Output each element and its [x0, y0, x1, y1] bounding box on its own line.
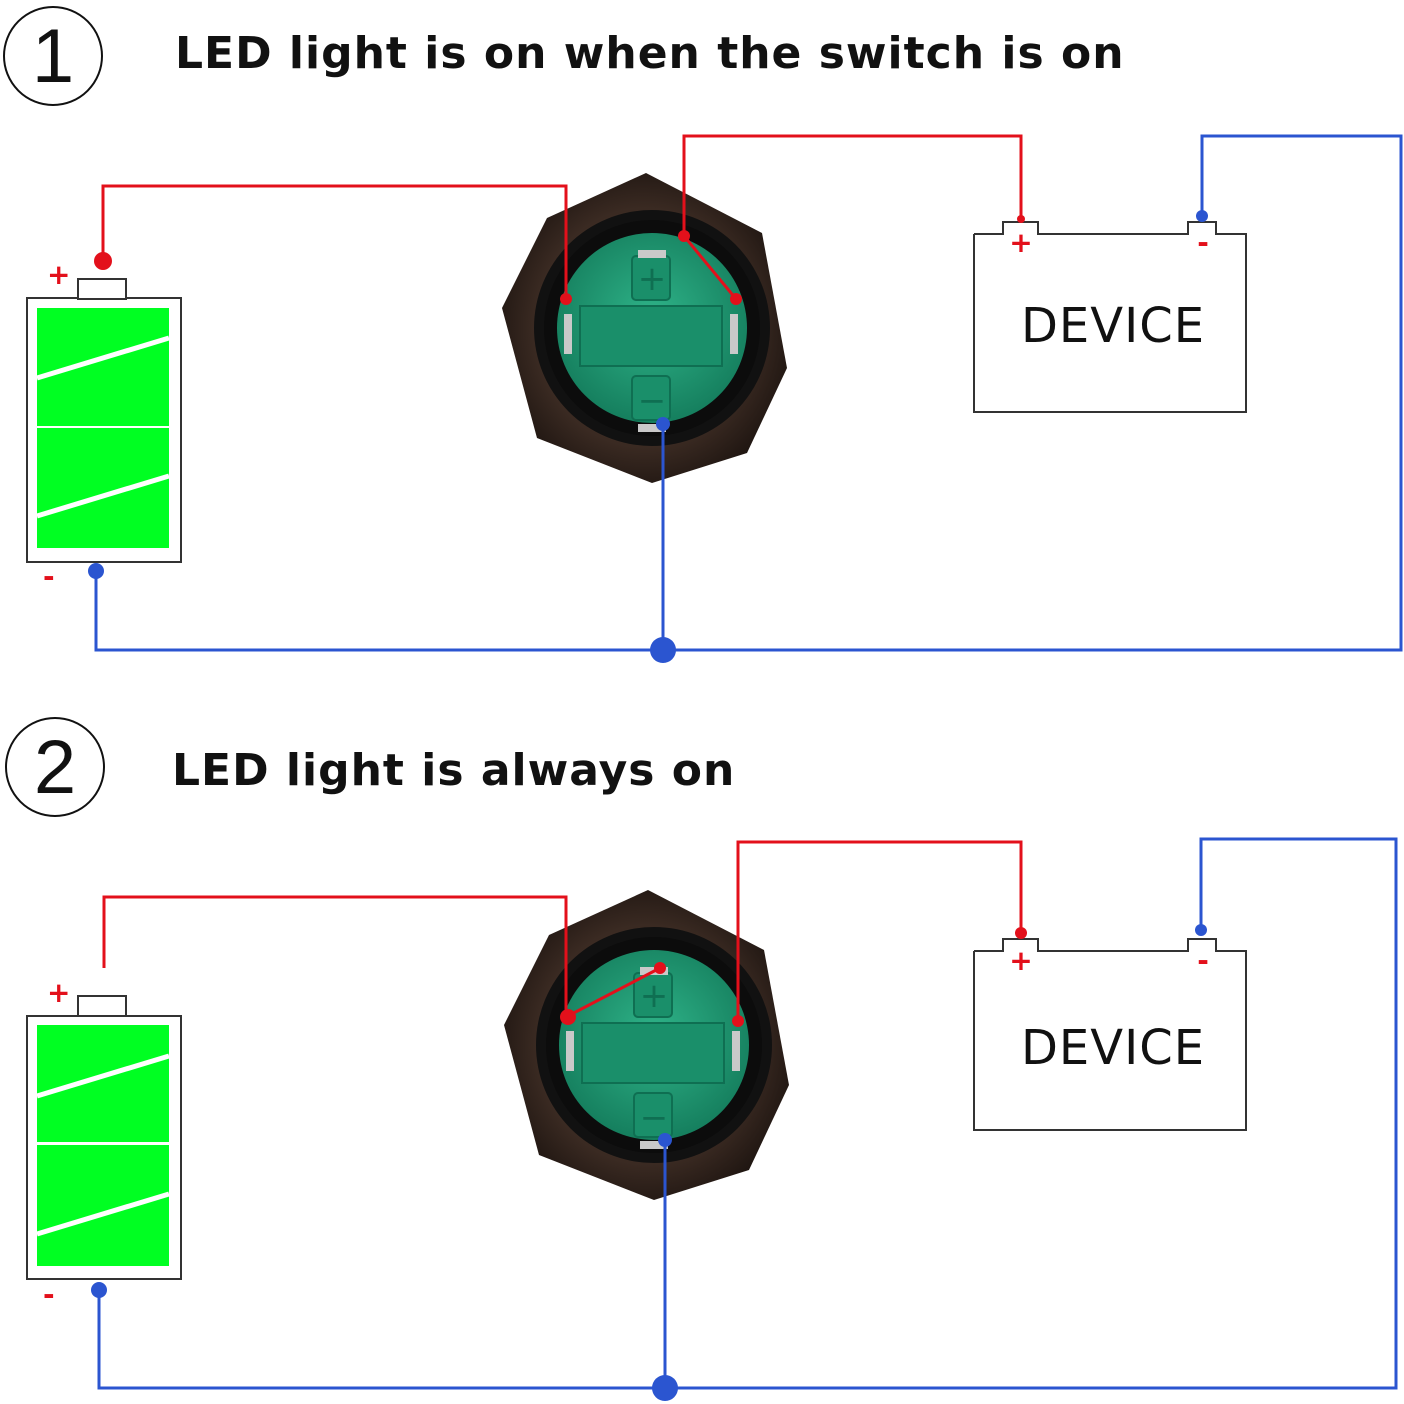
step-number-1: 1: [3, 6, 103, 106]
svg-text:+: +: [638, 259, 667, 299]
switch-terminal: [560, 1009, 576, 1025]
diagram-1: + - + − DEVICE + -: [26, 134, 1403, 663]
switch-terminal: [730, 293, 742, 305]
negative-wires-2: [97, 837, 1398, 1390]
battery-negative-terminal: [91, 1282, 107, 1298]
battery-minus-label: -: [43, 560, 55, 593]
battery-negative-terminal: [88, 563, 104, 579]
svg-text:−: −: [638, 381, 667, 421]
device-positive-terminal: [1017, 215, 1025, 223]
device-negative-terminal: [1196, 210, 1208, 222]
battery-minus-label: -: [43, 1278, 55, 1311]
device-positive-terminal: [1015, 927, 1027, 939]
battery-1: + -: [26, 258, 182, 593]
led-switch-2: + −: [503, 889, 790, 1201]
device-label: DEVICE: [1021, 1020, 1205, 1076]
step-title-1: LED light is on when the switch is on: [175, 28, 1125, 79]
battery-plus-label: +: [47, 976, 70, 1009]
svg-text:+: +: [640, 976, 669, 1016]
step-title-2: LED light is always on: [172, 745, 736, 796]
battery-cell-bottom: [37, 1145, 169, 1266]
device-minus-label: -: [1197, 226, 1209, 259]
device-plus-label: +: [1009, 226, 1032, 259]
battery-plus-label: +: [47, 258, 70, 291]
step-number-2: 2: [5, 717, 105, 817]
positive-wires-2: [102, 840, 1023, 1021]
switch-terminal: [678, 230, 690, 242]
switch-ground-terminal: [658, 1133, 672, 1147]
negative-wires-1: [94, 134, 1403, 652]
positive-wires-1: [101, 134, 1023, 300]
battery-cell-top: [37, 1025, 169, 1142]
device-box-1: DEVICE + -: [973, 221, 1247, 413]
ground-junction: [652, 1375, 678, 1401]
switch-terminal: [732, 1015, 744, 1027]
device-box-2: DEVICE + -: [973, 938, 1247, 1131]
switch-ground-terminal: [656, 417, 670, 431]
switch-terminal: [560, 293, 572, 305]
led-switch-1: + −: [501, 172, 788, 484]
device-negative-terminal: [1195, 924, 1207, 936]
battery-cell-top: [37, 308, 169, 426]
battery-2: + -: [26, 976, 182, 1311]
device-plus-label: +: [1009, 944, 1032, 977]
ground-junction: [650, 637, 676, 663]
battery-positive-terminal: [94, 252, 112, 270]
switch-terminal: [654, 962, 666, 974]
svg-text:−: −: [640, 1098, 669, 1138]
device-label: DEVICE: [1021, 298, 1205, 354]
diagram-2: + - + − DEVICE + -: [26, 837, 1398, 1401]
device-minus-label: -: [1197, 944, 1209, 977]
battery-cell-bottom: [37, 428, 169, 548]
